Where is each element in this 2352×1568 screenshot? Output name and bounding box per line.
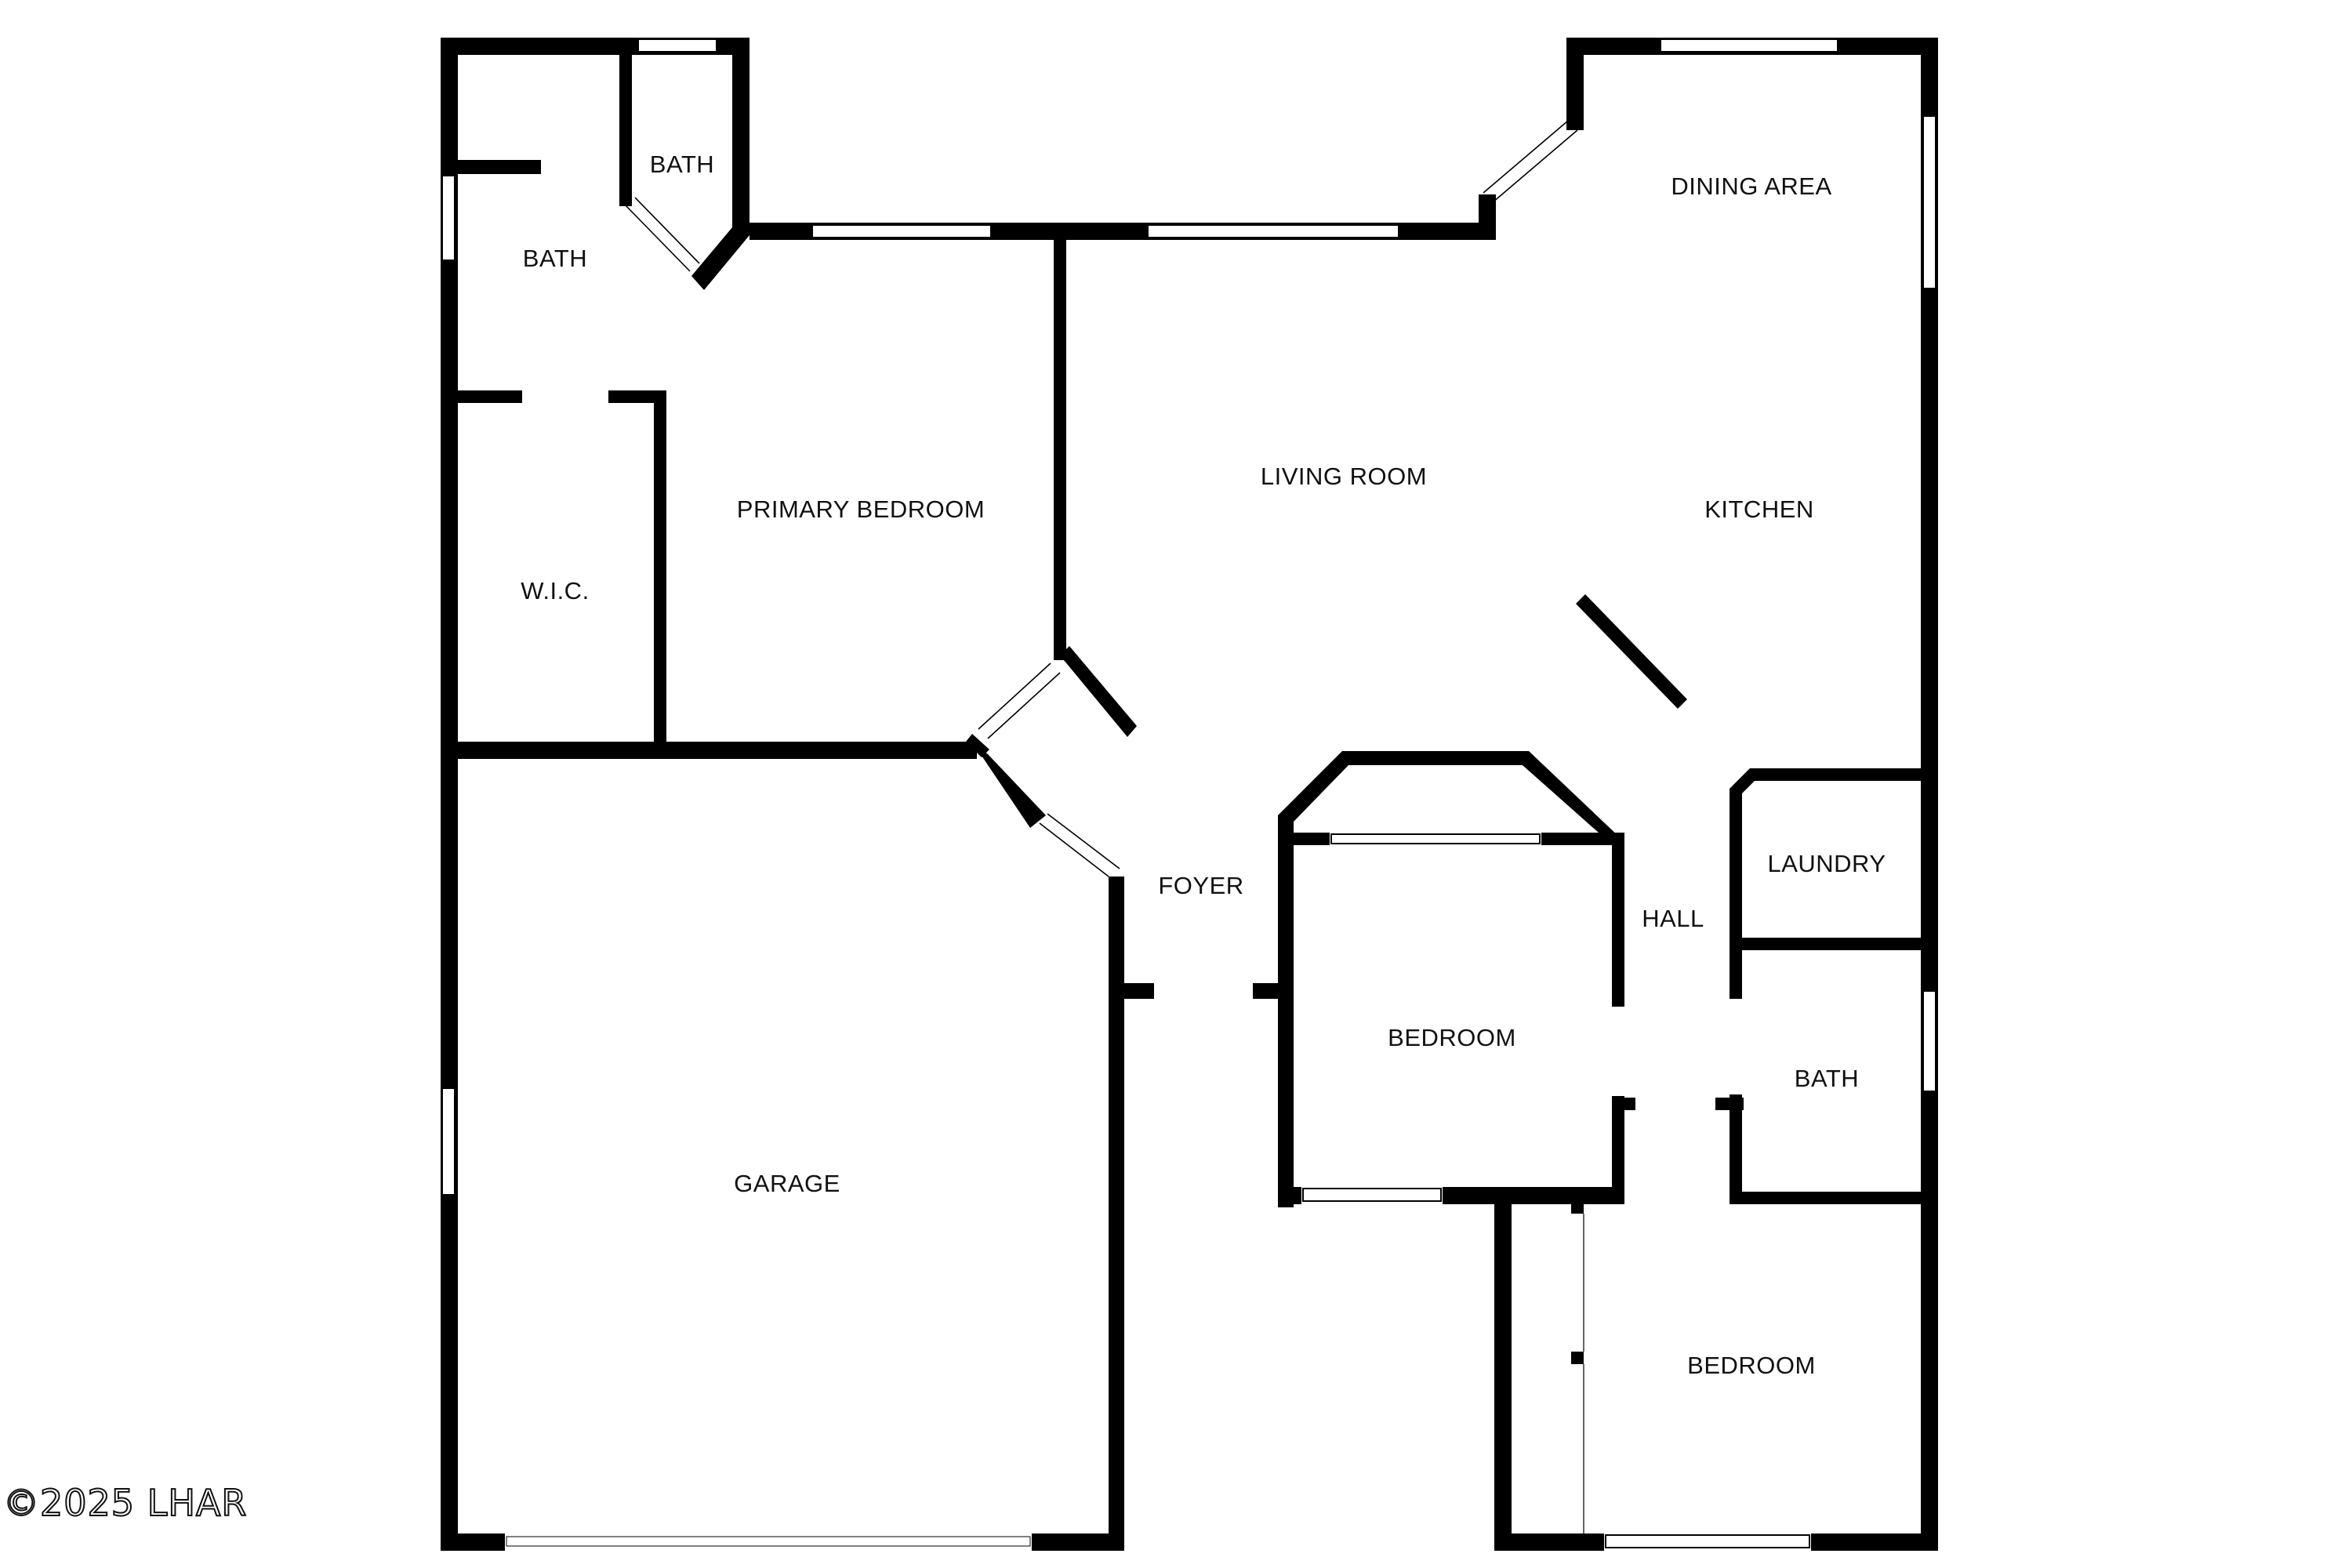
window-dining-diagonal bbox=[1483, 120, 1578, 203]
wall-living-diagonal-upper bbox=[1060, 646, 1137, 737]
window-primary-top bbox=[811, 224, 992, 238]
label-foyer: FOYER bbox=[1158, 872, 1243, 899]
wall-bedroom-center-right-upper bbox=[1612, 833, 1624, 1007]
wall-bedroom-lower-left bbox=[1494, 1192, 1512, 1551]
label-living-room: LIVING ROOM bbox=[1261, 463, 1427, 490]
label-bath-hall: BATH bbox=[1795, 1065, 1859, 1092]
wall-bath-stub bbox=[458, 160, 541, 174]
wall-bath-hall-left bbox=[1730, 1094, 1742, 1204]
wall-small-bath-left bbox=[619, 38, 632, 206]
wall-garage-top bbox=[458, 742, 977, 759]
wall-laundry-top bbox=[1730, 768, 1921, 793]
wall-garage-right bbox=[1109, 877, 1124, 1551]
door-garage-diagonal bbox=[1039, 813, 1120, 877]
wall-garage-bottom-left bbox=[441, 1534, 505, 1551]
label-dining-area: DINING AREA bbox=[1671, 172, 1831, 200]
wall-wic-top-left bbox=[458, 390, 522, 403]
window-garage-door bbox=[506, 1536, 1031, 1547]
wall-kitchen-diagonal bbox=[1576, 594, 1687, 709]
wall-closet-stub-mid bbox=[1571, 1352, 1584, 1364]
wall-primary-door-corner bbox=[966, 734, 989, 757]
label-laundry: LAUNDRY bbox=[1767, 850, 1886, 877]
wall-bedroom-center-left bbox=[1278, 815, 1294, 1207]
wall-bedroom-center-right-lower bbox=[1612, 1096, 1624, 1198]
wall-hall-stub-left bbox=[1620, 1098, 1635, 1110]
wall-garage-bottom-right bbox=[1032, 1534, 1124, 1551]
windows bbox=[441, 38, 1936, 1548]
window-living-top bbox=[1147, 224, 1399, 238]
wall-wic-top-right bbox=[608, 390, 665, 403]
wall-bedroom-lower-bottom-left bbox=[1494, 1534, 1604, 1551]
wall-closet-stub-top bbox=[1571, 1192, 1584, 1214]
room-labels: BATH BATH W.I.C. PRIMARY BEDROOM LIVING … bbox=[521, 151, 1886, 1379]
wall-dining-notch bbox=[1479, 194, 1496, 240]
diagonal-openings bbox=[625, 120, 1578, 877]
wall-bedroom-lower-bottom-right bbox=[1811, 1534, 1938, 1551]
wall-bedroom-center-top-right bbox=[1541, 833, 1621, 845]
wall-wic-right bbox=[654, 390, 666, 751]
door-primary-diagonal bbox=[978, 662, 1061, 739]
door-small-bath-diagonal bbox=[625, 197, 700, 272]
window-bedroom-center-top bbox=[1330, 833, 1541, 844]
wall-small-bath-right bbox=[732, 38, 750, 235]
wall-left-outer bbox=[441, 38, 458, 1551]
label-hall: HALL bbox=[1642, 905, 1704, 932]
window-dining-top bbox=[1660, 38, 1838, 53]
wall-right-outer bbox=[1921, 38, 1938, 1551]
label-bath-primary: BATH bbox=[523, 245, 587, 272]
window-bath-left bbox=[441, 175, 456, 261]
wall-bedroom-center-bay bbox=[1278, 751, 1621, 839]
wall-garage-diagonal bbox=[972, 742, 1046, 828]
wall-bedroom-lower-top bbox=[1494, 1192, 1576, 1204]
wall-small-bath-diagonal bbox=[691, 227, 750, 290]
window-small-bath-top bbox=[637, 38, 717, 53]
label-bath-small: BATH bbox=[650, 151, 714, 178]
wall-foyer-stub-left bbox=[1109, 983, 1154, 999]
label-garage: GARAGE bbox=[734, 1170, 840, 1197]
label-bedroom-center: BEDROOM bbox=[1388, 1024, 1516, 1051]
window-garage-left bbox=[441, 1087, 456, 1196]
wall-dining-left bbox=[1566, 38, 1584, 130]
window-dining-right bbox=[1922, 115, 1936, 289]
label-bedroom-lower: BEDROOM bbox=[1687, 1352, 1816, 1379]
walls bbox=[441, 38, 1938, 1551]
label-kitchen: KITCHEN bbox=[1704, 495, 1814, 523]
wall-bedroom-center-bottom-left bbox=[1278, 1187, 1301, 1204]
label-primary-bedroom: PRIMARY BEDROOM bbox=[737, 495, 985, 523]
copyright-watermark: ©2025 LHAR bbox=[2, 1481, 248, 1525]
wall-bath-hall-bottom bbox=[1730, 1192, 1921, 1204]
wall-bedroom-center-top-left bbox=[1278, 833, 1330, 845]
window-bedroom-lower-bottom bbox=[1605, 1534, 1810, 1548]
window-bath-hall-right bbox=[1922, 990, 1936, 1092]
wall-laundry-bath-divider bbox=[1730, 938, 1921, 950]
wall-primary-living bbox=[1054, 232, 1066, 660]
window-bedroom-center-bottom bbox=[1302, 1188, 1442, 1202]
label-wic: W.I.C. bbox=[521, 577, 589, 604]
wall-laundry-left bbox=[1730, 789, 1742, 999]
